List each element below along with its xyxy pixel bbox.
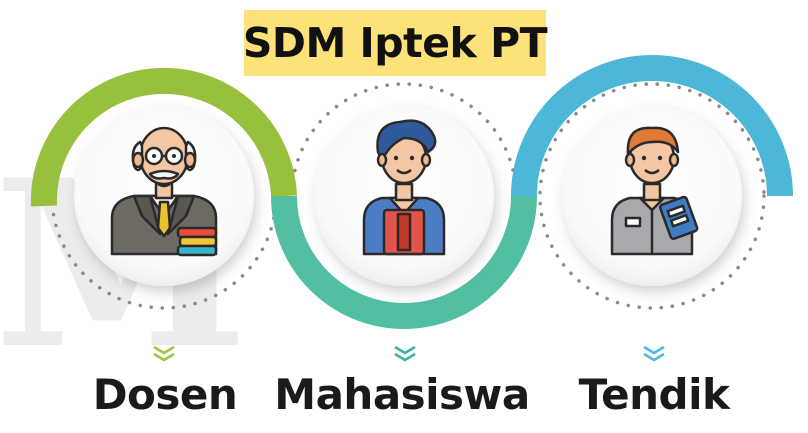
node-label-dosen: Dosen [92,370,238,419]
arc-teal [271,195,537,329]
arc-green [30,67,297,207]
staff-icon [610,126,699,256]
arc-blue [511,55,793,197]
student-icon [362,119,446,256]
dotted-ring-tendik [538,82,766,310]
page-title: SDM Iptek PT [242,19,548,67]
professor-icon [110,126,218,257]
node-label-tendik: Tendik [578,370,730,419]
node-label-mahasiswa: Mahasiswa [274,370,530,419]
chevron-down-icon [643,345,665,362]
chevron-down-icon [394,345,416,362]
chevron-down-icon [153,345,175,362]
title-banner: SDM Iptek PT [242,10,548,76]
